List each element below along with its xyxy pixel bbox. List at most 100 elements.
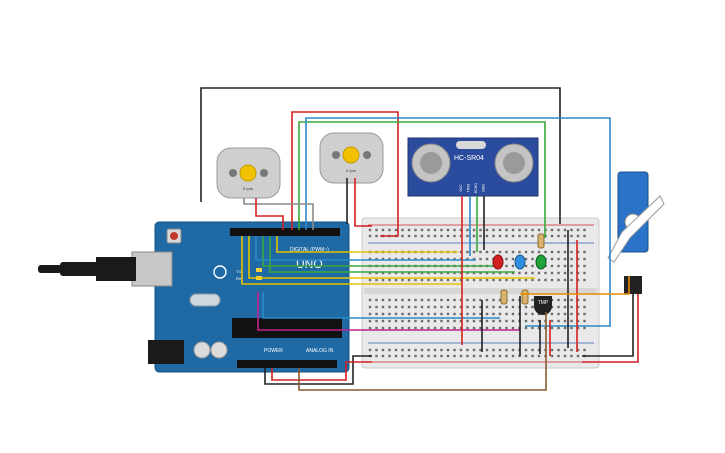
breadboard-hole[interactable] [433,326,437,330]
breadboard-hole[interactable] [472,234,476,238]
breadboard-hole[interactable] [563,305,567,309]
breadboard-hole[interactable] [381,319,385,323]
breadboard-hole[interactable] [440,278,443,282]
breadboard-hole[interactable] [433,354,437,358]
breadboard-hole[interactable] [375,319,378,323]
breadboard-hole[interactable] [563,354,567,358]
breadboard-hole[interactable] [563,228,567,232]
breadboard-hole[interactable] [557,312,560,316]
breadboard-hole[interactable] [472,348,476,352]
breadboard-hole[interactable] [420,348,424,352]
breadboard-hole[interactable] [420,354,424,358]
wire-red-5v-power[interactable] [271,361,372,381]
breadboard-hole[interactable] [446,228,450,232]
breadboard-hole[interactable] [440,298,443,302]
breadboard-hole[interactable] [394,305,398,309]
breadboard-hole[interactable] [524,250,528,254]
breadboard-hole[interactable] [479,354,482,358]
breadboard-hole[interactable] [453,319,456,323]
breadboard-hole[interactable] [511,228,515,232]
breadboard-hole[interactable] [459,348,463,352]
breadboard-hole[interactable] [427,354,430,358]
breadboard-hole[interactable] [524,319,528,323]
led-red[interactable] [492,254,504,270]
breadboard-hole[interactable] [375,234,378,238]
breadboard-hole[interactable] [505,305,508,309]
breadboard-hole[interactable] [583,257,586,261]
breadboard-hole[interactable] [388,305,391,309]
breadboard-hole[interactable] [505,228,508,232]
breadboard-hole[interactable] [550,319,554,323]
breadboard-hole[interactable] [511,234,515,238]
breadboard-hole[interactable] [498,354,502,358]
breadboard-hole[interactable] [505,326,508,330]
breadboard-hole[interactable] [576,278,580,282]
breadboard-hole[interactable] [537,250,541,254]
breadboard-hole[interactable] [453,312,456,316]
breadboard-hole[interactable] [479,319,482,323]
servo-motor[interactable] [607,171,665,294]
breadboard-hole[interactable] [492,348,495,352]
breadboard-hole[interactable] [557,271,560,275]
breadboard-hole[interactable] [531,271,534,275]
wire-brown-analog[interactable] [298,312,547,391]
breadboard-hole[interactable] [381,348,385,352]
breadboard-hole[interactable] [427,326,430,330]
wire-blue-1[interactable] [255,236,476,261]
breadboard-hole[interactable] [511,264,515,268]
breadboard-hole[interactable] [446,257,450,261]
breadboard-hole[interactable] [498,278,502,282]
breadboard-hole[interactable] [394,278,398,282]
breadboard-hole[interactable] [466,326,469,330]
breadboard-hole[interactable] [505,264,508,268]
breadboard-hole[interactable] [440,348,443,352]
breadboard-hole[interactable] [414,257,417,261]
breadboard-hole[interactable] [563,250,567,254]
breadboard-hole[interactable] [576,348,580,352]
breadboard-hole[interactable] [570,348,573,352]
breadboard-hole[interactable] [433,305,437,309]
breadboard-hole[interactable] [381,257,385,261]
wire-yellow-2[interactable] [241,236,462,285]
breadboard-hole[interactable] [472,354,476,358]
breadboard-hole[interactable] [466,312,469,316]
wire-yellow-1[interactable] [248,236,535,279]
breadboard-hole[interactable] [394,298,398,302]
breadboard-hole[interactable] [401,312,404,316]
breadboard-hole[interactable] [407,354,411,358]
breadboard-hole[interactable] [557,228,560,232]
breadboard-hole[interactable] [511,312,515,316]
breadboard-hole[interactable] [544,271,547,275]
breadboard-hole[interactable] [420,257,424,261]
breadboard-hole[interactable] [531,354,534,358]
breadboard-hole[interactable] [368,228,372,232]
breadboard-hole[interactable] [583,326,586,330]
breadboard-hole[interactable] [479,257,482,261]
breadboard-hole[interactable] [550,264,554,268]
breadboard-hole[interactable] [394,228,398,232]
breadboard-hole[interactable] [407,271,411,275]
breadboard-hole[interactable] [537,354,541,358]
breadboard-hole[interactable] [459,305,463,309]
breadboard-hole[interactable] [498,250,502,254]
wire-green-1[interactable] [262,236,493,267]
breadboard-hole[interactable] [524,312,528,316]
breadboard-hole[interactable] [427,319,430,323]
breadboard-hole[interactable] [505,278,508,282]
breadboard-hole[interactable] [531,348,534,352]
breadboard-hole[interactable] [446,278,450,282]
breadboard-hole[interactable] [537,271,541,275]
breadboard-hole[interactable] [550,257,554,261]
breadboard-hole[interactable] [368,319,372,323]
breadboard-hole[interactable] [472,298,476,302]
breadboard-hole[interactable] [550,234,554,238]
breadboard-hole[interactable] [368,348,372,352]
breadboard-hole[interactable] [388,348,391,352]
breadboard-hole[interactable] [576,312,580,316]
breadboard-hole[interactable] [427,278,430,282]
breadboard-hole[interactable] [492,312,495,316]
breadboard-hole[interactable] [466,271,469,275]
breadboard-hole[interactable] [375,312,378,316]
breadboard-hole[interactable] [375,228,378,232]
breadboard-hole[interactable] [414,278,417,282]
